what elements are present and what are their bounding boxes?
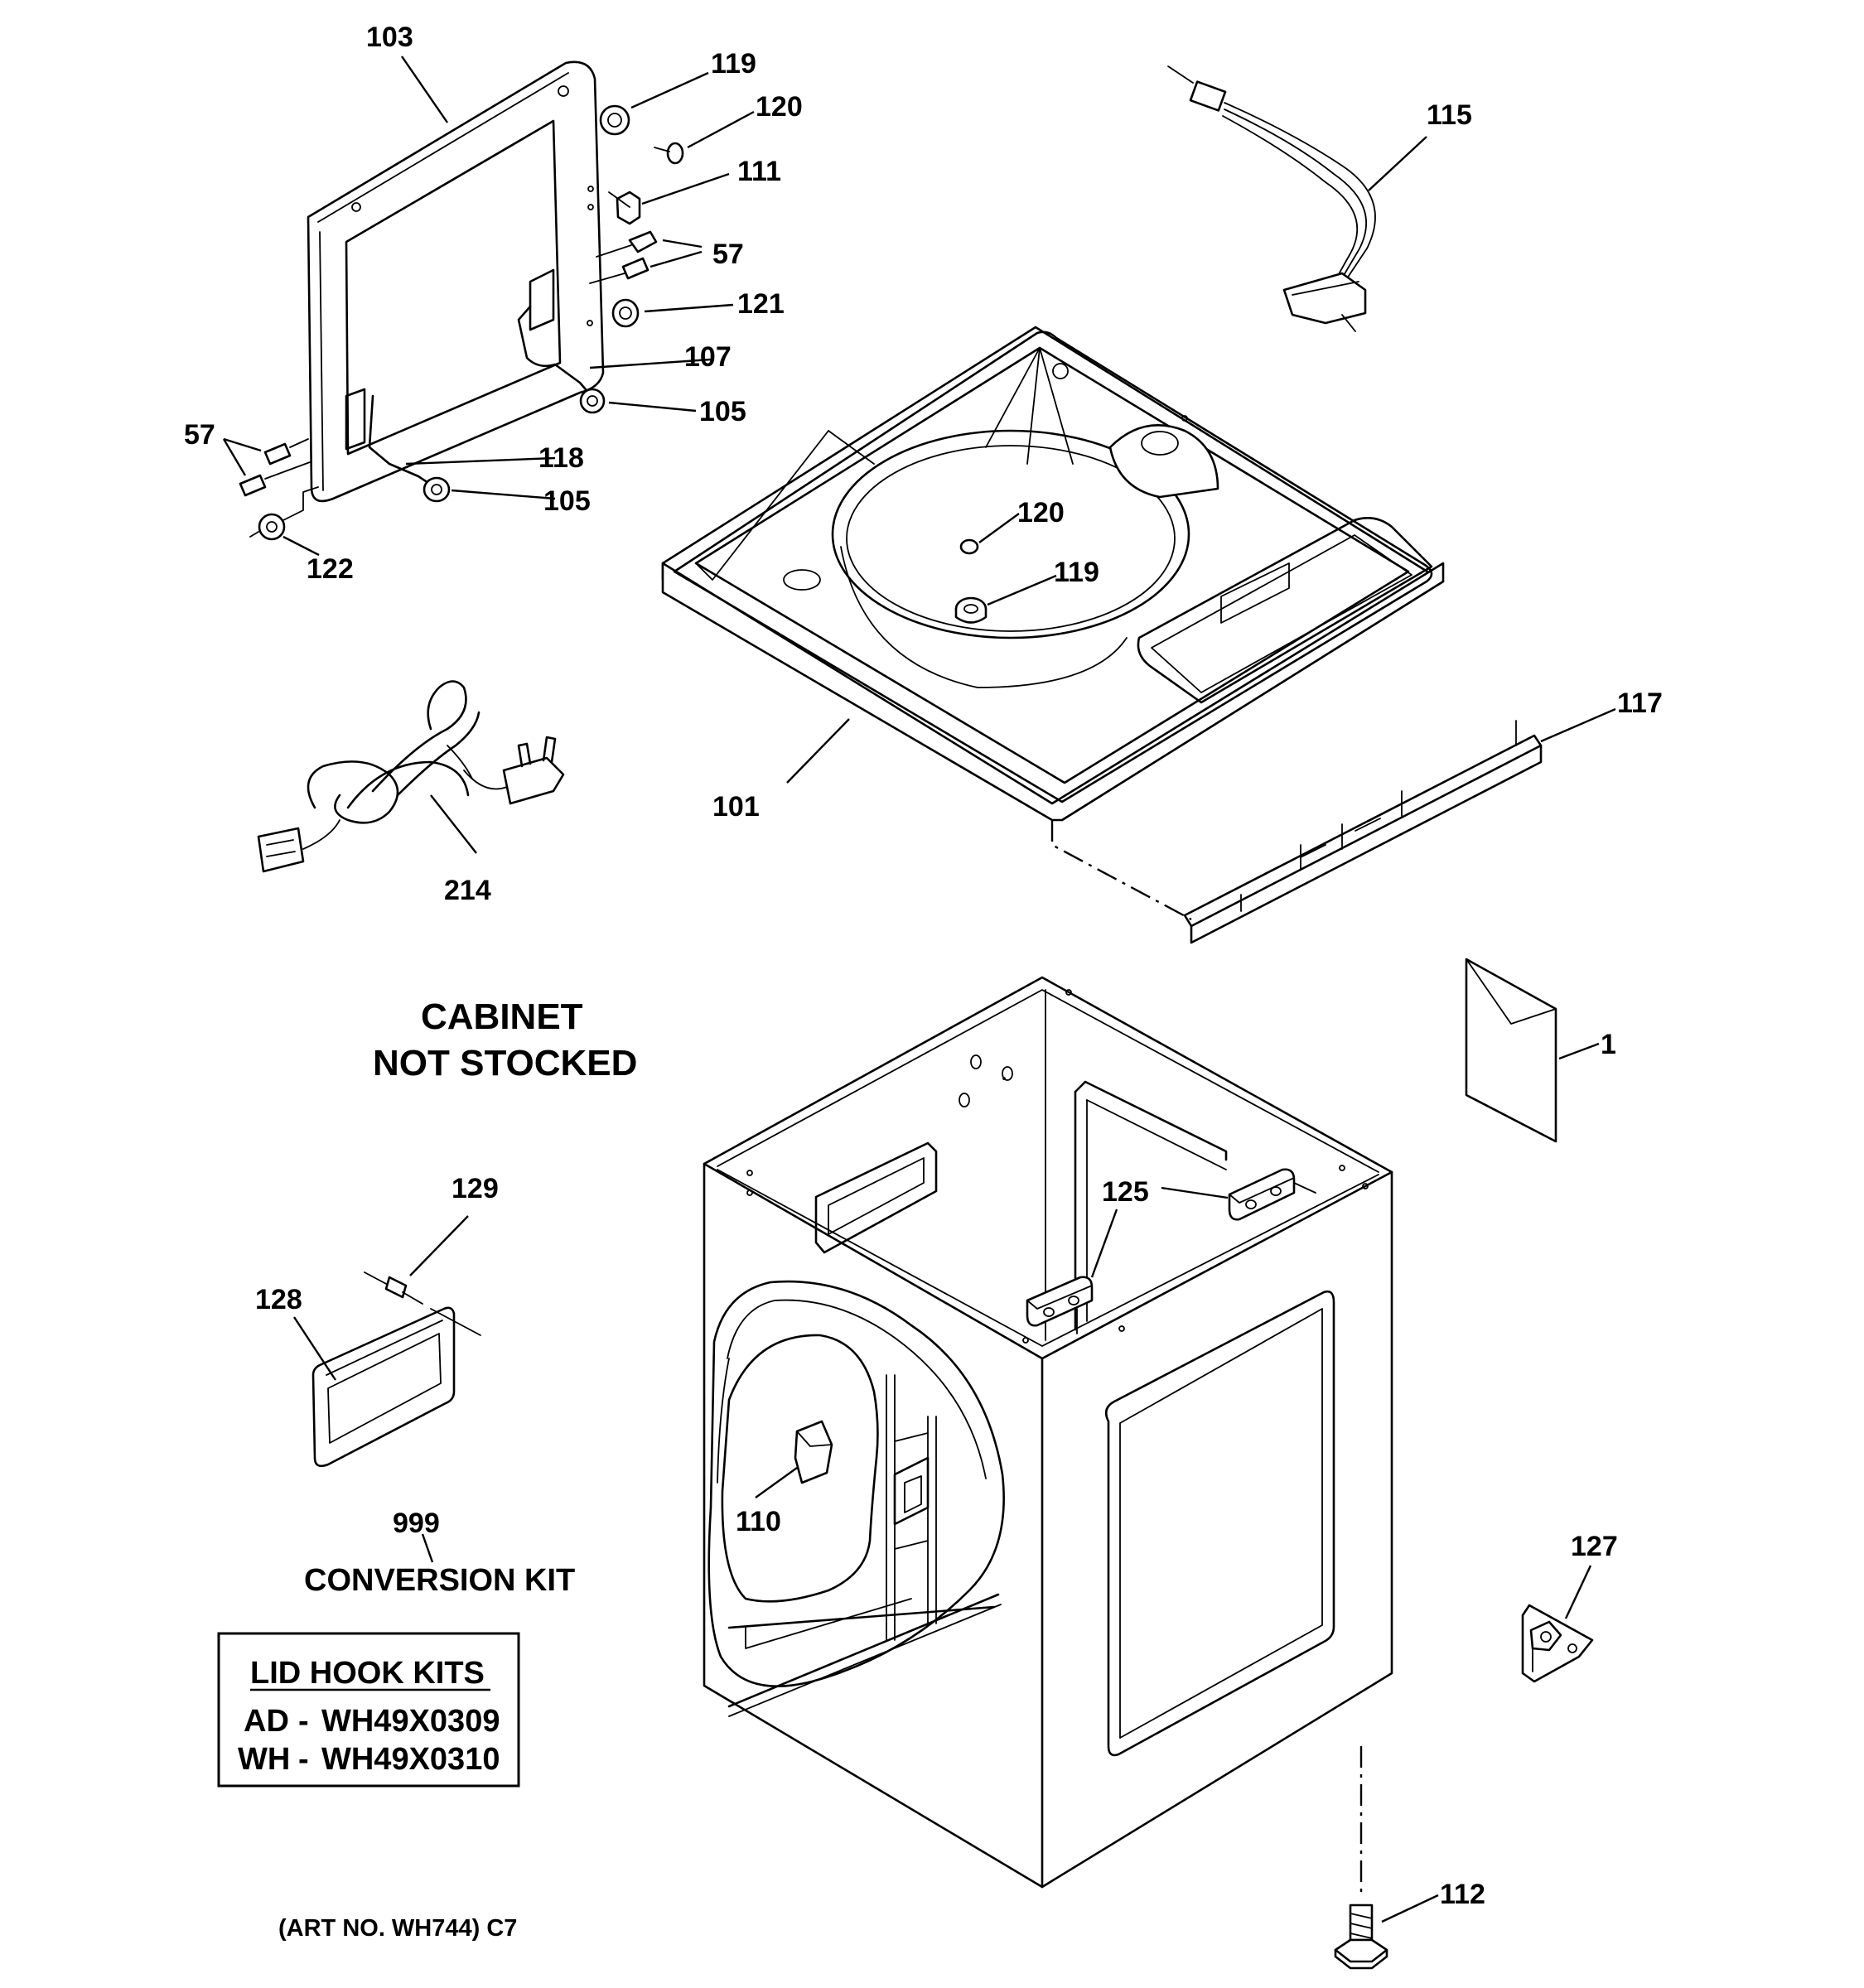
bumper-119-lid <box>599 104 630 136</box>
clip-111 <box>608 191 641 225</box>
label-112: 112 <box>1440 1879 1485 1910</box>
wire-harness-115 <box>1167 65 1376 332</box>
label-107: 107 <box>684 341 732 373</box>
kit-row2-sep: - <box>298 1742 309 1777</box>
label-111: 111 <box>737 156 781 187</box>
label-119-top: 119 <box>1054 557 1099 588</box>
screw-129 <box>364 1271 481 1336</box>
lid-hook-kits-title: LID HOOK KITS <box>250 1656 485 1691</box>
label-57-right: 57 <box>712 239 744 270</box>
lid-hook-wire-107 <box>517 305 592 396</box>
label-127: 127 <box>1571 1531 1618 1562</box>
label-128: 128 <box>255 1284 302 1315</box>
leader-lines <box>222 55 1616 1923</box>
bracket-alignment-line <box>1050 820 1192 921</box>
instructions-envelope-1 <box>1465 958 1557 1143</box>
label-57-left: 57 <box>184 419 215 451</box>
label-121: 121 <box>737 288 785 320</box>
label-120-lid: 120 <box>756 91 803 123</box>
label-125: 125 <box>1102 1176 1149 1208</box>
lid-clip-125-rear <box>1228 1168 1316 1221</box>
kit-row1-sep: - <box>298 1704 309 1739</box>
bumper-119-top <box>954 596 988 624</box>
lid-clip-125-front <box>1026 1276 1094 1334</box>
art-number: (ART NO. WH744) C7 <box>278 1915 517 1942</box>
kit-row2-code: WH <box>238 1742 290 1777</box>
label-115: 115 <box>1427 99 1472 131</box>
cap-105-lower <box>423 476 451 503</box>
label-122: 122 <box>307 553 354 585</box>
label-129: 129 <box>452 1173 499 1204</box>
label-214: 214 <box>444 875 491 906</box>
grommet-121 <box>611 298 640 328</box>
kit-row1-code: AD <box>244 1704 289 1739</box>
label-105-upper: 105 <box>699 396 746 427</box>
label-101: 101 <box>712 791 760 823</box>
label-117: 117 <box>1617 688 1663 719</box>
label-110: 110 <box>736 1506 781 1537</box>
label-105-lower: 105 <box>543 485 591 517</box>
top-panel-101 <box>661 326 1445 822</box>
cabinet-note-line2: NOT STOCKED <box>373 1043 637 1083</box>
notes: CABINET NOT STOCKED CONVERSION KIT (ART … <box>278 996 637 1942</box>
label-118: 118 <box>538 442 584 474</box>
kit-row1-part: WH49X0309 <box>321 1704 500 1739</box>
grommet-122 <box>249 486 319 541</box>
screws-57-right <box>589 230 658 284</box>
lid-frame-103 <box>307 60 605 503</box>
lid-hook-wire-118 <box>368 394 432 486</box>
label-1: 1 <box>1601 1029 1616 1060</box>
leveling-leg-112 <box>1334 1904 1388 1970</box>
pin-120-top <box>959 538 979 555</box>
label-119-lid: 119 <box>711 48 756 80</box>
pin-120-lid <box>654 142 684 165</box>
screws-57-left <box>239 438 311 497</box>
cap-105-upper <box>579 388 606 414</box>
rear-bracket-117 <box>1183 720 1543 944</box>
cabinet <box>703 976 1393 1889</box>
label-999: 999 <box>393 1508 440 1539</box>
lid-hook-kits-box: LID HOOK KITS AD - WH49X0309 WH - WH49X0… <box>217 1632 520 1788</box>
label-120-top: 120 <box>1017 497 1065 528</box>
power-cord-214 <box>257 680 565 873</box>
conversion-kit-note: CONVERSION KIT <box>304 1563 575 1598</box>
kit-row2-part: WH49X0310 <box>321 1742 500 1777</box>
part-labels: 103 119 120 111 57 121 107 105 57 118 10… <box>184 22 1663 1910</box>
label-103: 103 <box>366 22 413 53</box>
cabinet-note-line1: CABINET <box>421 996 583 1037</box>
conversion-plate-128 <box>311 1306 456 1468</box>
switch-bracket-127 <box>1521 1604 1594 1683</box>
